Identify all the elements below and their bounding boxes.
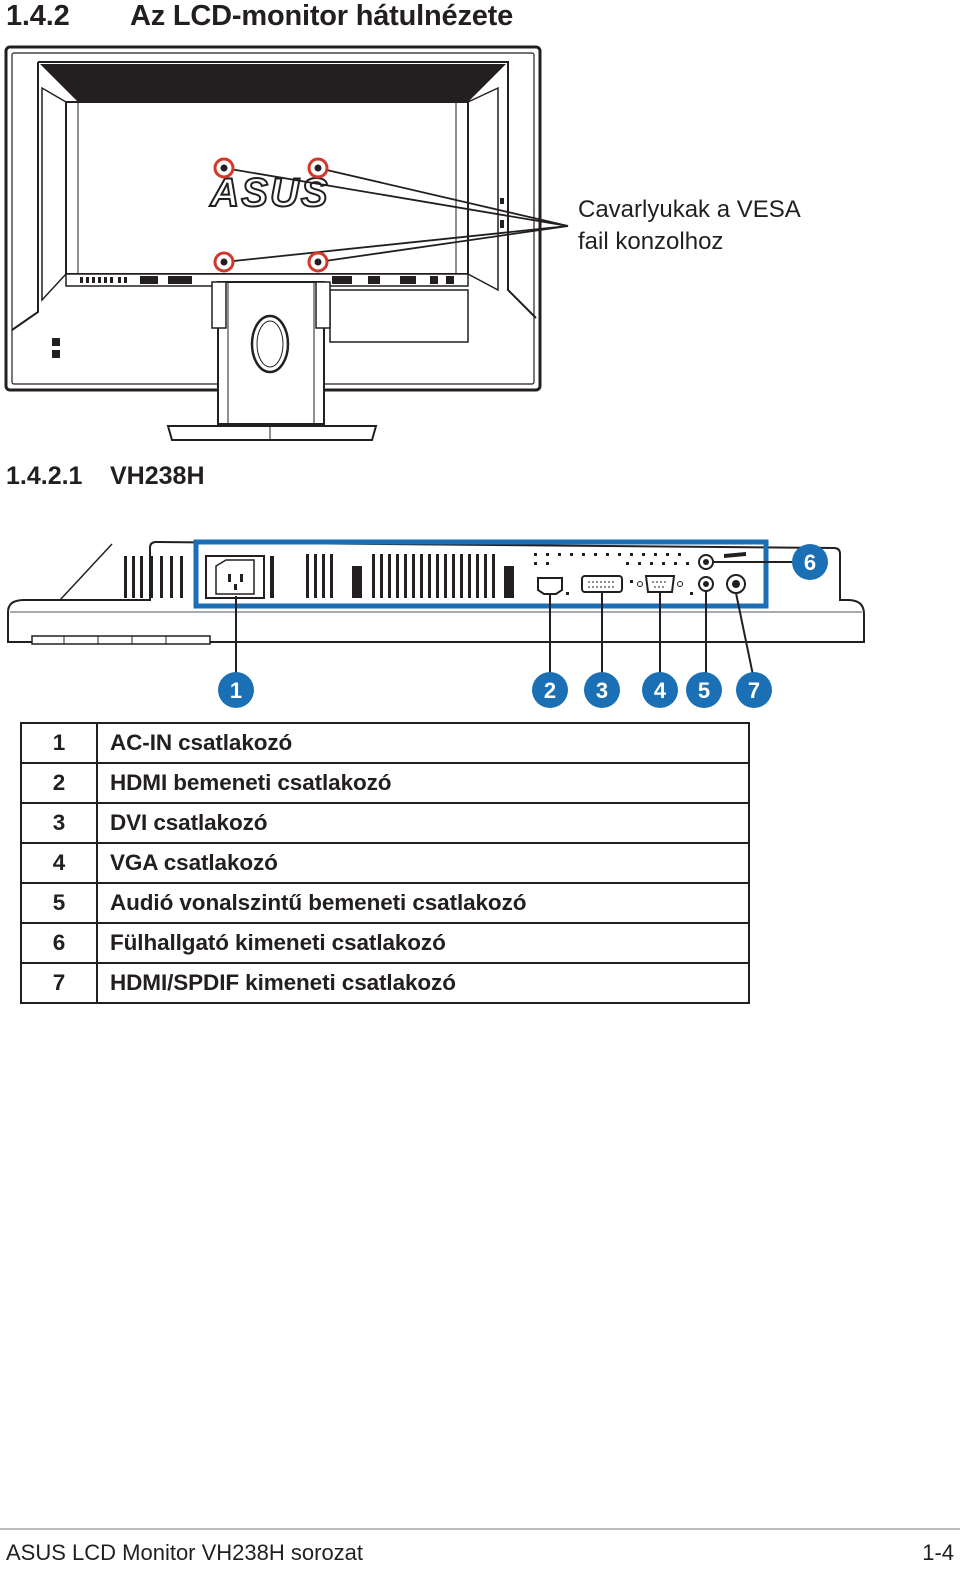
connector-number: 6: [20, 922, 98, 964]
table-row: 6 Fülhallgató kimeneti csatlakozó: [20, 922, 750, 964]
badge-5: 5: [686, 672, 722, 708]
port-area-highlight: [193, 539, 769, 609]
connector-label: VGA csatlakozó: [96, 842, 750, 884]
table-row: 4 VGA csatlakozó: [20, 842, 750, 884]
section-number: 1.4.2: [6, 0, 70, 32]
connector-number: 2: [20, 762, 98, 804]
footer-product-name: ASUS LCD Monitor VH238H sorozat: [6, 1540, 364, 1565]
table-row: 2 HDMI bemeneti csatlakozó: [20, 762, 750, 804]
badge-7: 7: [736, 672, 772, 708]
monitor-rear-view-illustration: ASUS: [4, 45, 569, 441]
section-title: Az LCD-monitor hátulnézete: [130, 0, 514, 32]
section-heading: 1.4.2 Az LCD-monitor hátulnézete: [6, 0, 513, 33]
svg-text:3: 3: [596, 678, 608, 703]
dvi-connector-icon: [581, 575, 623, 593]
footer-page-number: 1-4: [922, 1540, 954, 1565]
connector-number: 4: [20, 842, 98, 884]
vesa-callout-lines: [223, 167, 569, 263]
svg-text:6: 6: [804, 550, 816, 575]
vesa-screw-holes: [213, 157, 329, 273]
svg-text:ASUS: ASUS: [209, 171, 329, 215]
vesa-callout-line-2: fail konzolhoz: [578, 228, 724, 255]
badge-4: 4: [642, 672, 678, 708]
connector-number: 1: [20, 722, 98, 764]
vent-dots: [534, 553, 693, 595]
svg-text:1: 1: [230, 678, 242, 703]
badge-2: 2: [532, 672, 568, 708]
hdmi-connector-icon: [537, 577, 563, 595]
audio-in-jack-icon: [698, 576, 714, 592]
badge-6: 6: [792, 544, 828, 580]
connector-label: DVI csatlakozó: [96, 802, 750, 844]
table-row: 1 AC-IN csatlakozó: [20, 722, 750, 764]
badge-leader-lines: [235, 561, 792, 681]
port-panel-illustration: 1 2 3 4 5 6 7: [7, 539, 865, 708]
vent-grilles: [270, 554, 514, 598]
connector-number: 5: [20, 882, 98, 924]
table-row: 5 Audió vonalszintű bemeneti csatlakozó: [20, 882, 750, 924]
subsection-number: 1.4.2.1: [6, 462, 83, 490]
table-row: 7 HDMI/SPDIF kimeneti csatlakozó: [20, 962, 750, 1004]
svg-text:4: 4: [654, 678, 667, 703]
connector-label: Audió vonalszintű bemeneti csatlakozó: [96, 882, 750, 924]
connector-label: AC-IN csatlakozó: [96, 722, 750, 764]
footer-divider: [0, 1528, 960, 1530]
asus-logo: ASUS: [208, 170, 329, 216]
connector-number: 3: [20, 802, 98, 844]
svg-text:5: 5: [698, 678, 710, 703]
vga-connector-icon: [637, 575, 683, 593]
table-row: 3 DVI csatlakozó: [20, 802, 750, 844]
subsection-heading: 1.4.2.1 VH238H: [6, 462, 205, 491]
badge-1: 1: [218, 672, 254, 708]
monitor-stand: [166, 281, 378, 441]
subsection-title: VH238H: [110, 462, 205, 490]
connector-label: HDMI/SPDIF kimeneti csatlakozó: [96, 962, 750, 1004]
svg-text:7: 7: [748, 678, 760, 703]
vesa-callout-line-1: Cavarlyukak a VESA: [578, 196, 801, 223]
connector-table: 1 AC-IN csatlakozó 2 HDMI bemeneti csatl…: [20, 722, 750, 1004]
badge-3: 3: [584, 672, 620, 708]
headphone-jack-icon: [698, 554, 714, 570]
ac-in-connector-icon: [205, 555, 265, 599]
connector-number: 7: [20, 962, 98, 1004]
svg-text:2: 2: [544, 678, 556, 703]
vesa-callout-label: Cavarlyukak a VESA fail konzolhoz: [578, 194, 801, 258]
spdif-out-jack-icon: [726, 574, 746, 594]
connector-label: Fülhallgató kimeneti csatlakozó: [96, 922, 750, 964]
connector-label: HDMI bemeneti csatlakozó: [96, 762, 750, 804]
